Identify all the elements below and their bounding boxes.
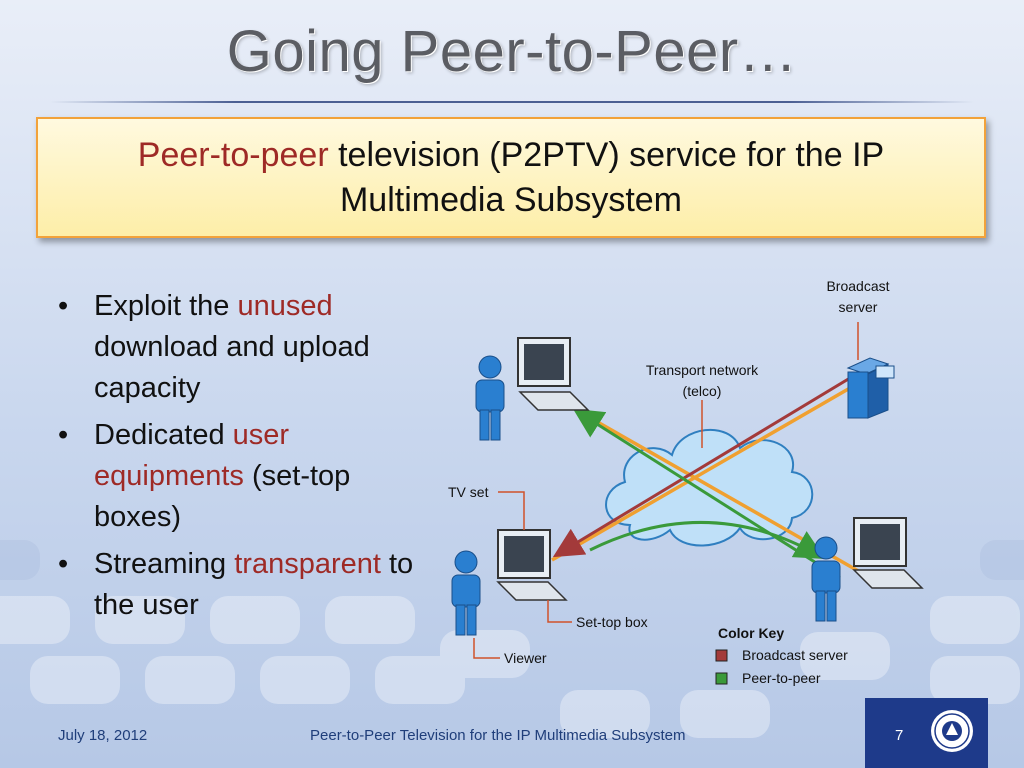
p2p-stream-curve <box>589 521 826 559</box>
viewer-bottom-left <box>451 529 568 636</box>
label-set-top-box: Set-top box <box>576 614 648 630</box>
bullet-item: Dedicated user equipments (set-top boxes… <box>52 415 442 538</box>
color-swatch-broadcast <box>715 649 728 662</box>
broadcast-stream-line <box>552 376 851 558</box>
title-divider <box>50 101 974 103</box>
callout-rest: television (P2PTV) service for the IP Mu… <box>328 135 885 219</box>
university-seal-icon <box>931 710 973 752</box>
color-key-broadcast: Broadcast server <box>742 647 848 663</box>
label-tv-set: TV set <box>448 484 489 500</box>
label-broadcast-server: Broadcast <box>826 278 889 294</box>
bullet-list: Exploit the unused download and upload c… <box>52 286 442 632</box>
label-leaders <box>473 322 859 659</box>
color-key-p2p: Peer-to-peer <box>742 670 821 686</box>
callout-box: Peer-to-peer television (P2PTV) service … <box>36 117 986 238</box>
viewer-bottom-right <box>811 517 924 622</box>
footer-title: Peer-to-Peer Television for the IP Multi… <box>310 727 686 744</box>
callout-text: Peer-to-peer television (P2PTV) service … <box>68 133 954 223</box>
color-swatch-p2p <box>715 672 728 685</box>
label-transport-telco: (telco) <box>683 383 722 399</box>
slide-title: Going Peer-to-Peer… <box>226 19 798 84</box>
footer-date: July 18, 2012 <box>58 727 148 744</box>
p2ptv-diagram: Broadcast server Transport network (telc… <box>448 278 924 686</box>
broadcast-server-icon <box>846 357 895 419</box>
label-transport-network: Transport network <box>646 362 759 378</box>
callout-highlight: Peer-to-peer <box>137 135 329 174</box>
color-key-title: Color Key <box>718 625 784 641</box>
label-broadcast-server-2: server <box>839 299 878 315</box>
page-number: 7 <box>895 727 904 744</box>
viewer-top-left <box>475 337 590 441</box>
viewer-person-icon <box>811 536 841 622</box>
viewer-person-icon <box>451 550 481 636</box>
tv-monitor-icon <box>517 337 590 411</box>
diagram-labels: Broadcast server Transport network (telc… <box>448 278 890 666</box>
label-viewer: Viewer <box>504 650 547 666</box>
bullet-item: Streaming transparent to the user <box>52 544 442 626</box>
color-key: Color Key Broadcast server Peer-to-peer <box>715 625 848 686</box>
viewer-person-icon <box>475 355 505 441</box>
tv-monitor-icon <box>496 529 568 601</box>
tv-monitor-icon <box>852 517 924 589</box>
bullet-item: Exploit the unused download and upload c… <box>52 286 442 409</box>
page-number-box: 7 <box>865 698 988 768</box>
